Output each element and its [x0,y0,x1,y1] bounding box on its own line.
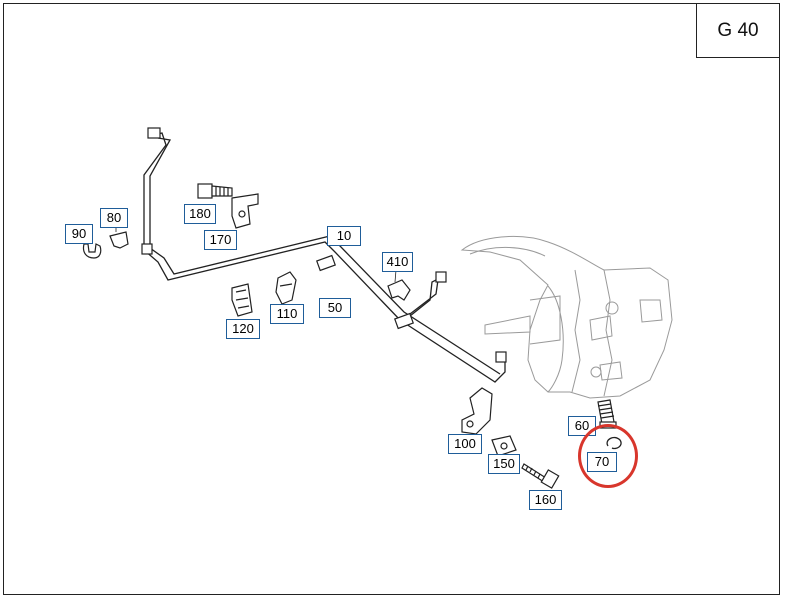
part-90-clamp [82,243,102,259]
callout-50[interactable]: 50 [319,298,351,318]
page-label: G 40 [696,4,779,58]
part-160-bolt [521,463,560,489]
callout-100[interactable]: 100 [448,434,482,454]
callout-90[interactable]: 90 [65,224,93,244]
callout-180[interactable]: 180 [184,204,216,224]
callout-410[interactable]: 410 [382,252,413,272]
diagram-frame [3,3,780,595]
callout-70[interactable]: 70 [587,452,617,472]
part-100-bracket [461,387,493,435]
callout-120[interactable]: 120 [226,319,260,339]
part-410-clip [387,279,411,301]
callout-160[interactable]: 160 [529,490,562,510]
callout-60[interactable]: 60 [568,416,596,436]
part-110-clamp [275,271,297,305]
transmission-housing-outline [460,235,673,399]
part-150-nut [491,435,517,457]
part-60-fitting [597,399,617,429]
part-70-seal-ring [606,436,622,450]
callout-80[interactable]: 80 [100,208,128,228]
callout-170[interactable]: 170 [204,230,237,250]
oil-cooler-lines [143,132,506,383]
callout-110[interactable]: 110 [270,304,304,324]
callout-10[interactable]: 10 [327,226,361,246]
part-120-bracket [231,283,253,317]
callout-150[interactable]: 150 [488,454,520,474]
part-80-clip [109,231,129,249]
part-170-bracket [231,193,259,229]
part-180-bolt [197,183,233,199]
line-fittings [141,127,507,363]
